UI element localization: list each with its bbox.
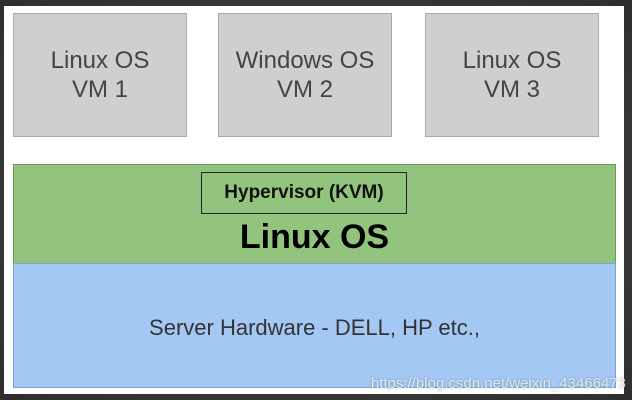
hardware-label: Server Hardware - DELL, HP etc., [149, 314, 480, 340]
vm-box-1: Linux OS VM 1 [13, 13, 187, 137]
watermark: https://blog.csdn.net/weixin_43466473 [370, 375, 626, 392]
host-os-label: Linux OS [239, 218, 390, 256]
vm-3-os-label: Linux OS [462, 47, 562, 74]
hardware-layer: Server Hardware - DELL, HP etc., [13, 263, 616, 388]
vm-1-number-label: VM 1 [71, 76, 128, 103]
hypervisor-box: Hypervisor (KVM) [201, 172, 407, 214]
diagram-canvas: Linux OS VM 1 Windows OS VM 2 Linux OS V… [4, 6, 624, 394]
host-os-layer: Hypervisor (KVM) Linux OS [13, 164, 616, 264]
vm-2-os-label: Windows OS [235, 47, 375, 74]
vm-2-number-label: VM 2 [276, 76, 333, 103]
vm-1-os-label: Linux OS [50, 47, 150, 74]
vm-box-3: Linux OS VM 3 [425, 13, 599, 137]
hypervisor-label: Hypervisor (KVM) [224, 182, 384, 203]
vm-box-2: Windows OS VM 2 [218, 13, 392, 137]
vm-3-number-label: VM 3 [483, 76, 540, 103]
